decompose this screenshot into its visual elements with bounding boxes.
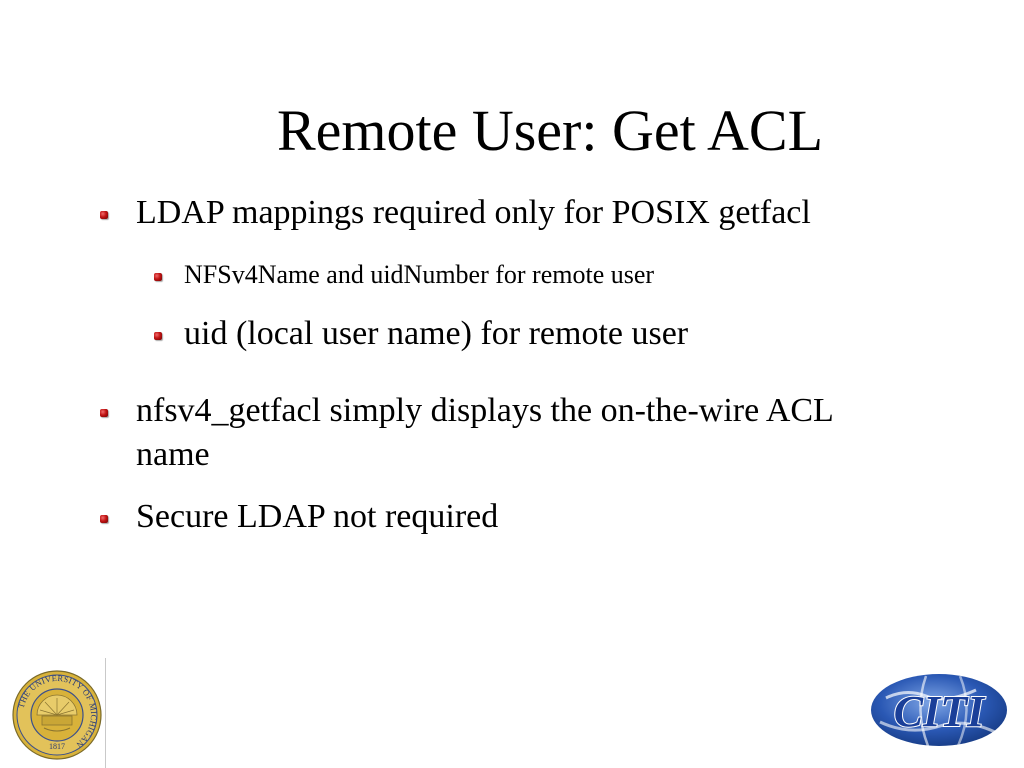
seal-year: 1817 <box>49 742 65 751</box>
bullet-icon <box>154 273 162 281</box>
citi-logo-text: CITI <box>894 687 986 736</box>
bullet-text: uid (local user name) for remote user <box>184 315 689 352</box>
slide-title: Remote User: Get ACL <box>276 98 824 163</box>
bullet-text: LDAP mappings required only for POSIX ge… <box>136 194 811 231</box>
bullet-icon <box>154 332 162 340</box>
bullet-icon <box>100 211 108 219</box>
bullet-item-2: NFSv4Name and uidNumber for remote user <box>154 258 655 292</box>
bullet-item-4: nfsv4_getfacl simply displays the on-the… <box>100 389 834 477</box>
bullet-item-1: LDAP mappings required only for POSIX ge… <box>100 191 811 235</box>
bullet-text-line-1: nfsv4_getfacl simply displays the on-the… <box>136 392 834 429</box>
bullet-icon <box>100 515 108 523</box>
bullet-icon <box>100 409 108 417</box>
bullet-text: NFSv4Name and uidNumber for remote user <box>184 260 655 289</box>
bullet-text-line-2: name <box>136 436 210 473</box>
bullet-text: Secure LDAP not required <box>136 498 499 535</box>
bullet-item-5: Secure LDAP not required <box>100 495 499 539</box>
footer-divider <box>105 658 106 768</box>
university-seal-logo: THE UNIVERSITY OF MICHIGAN 1817 <box>12 670 102 760</box>
bullet-item-3: uid (local user name) for remote user <box>154 312 689 356</box>
citi-logo: CITI <box>871 674 1007 747</box>
